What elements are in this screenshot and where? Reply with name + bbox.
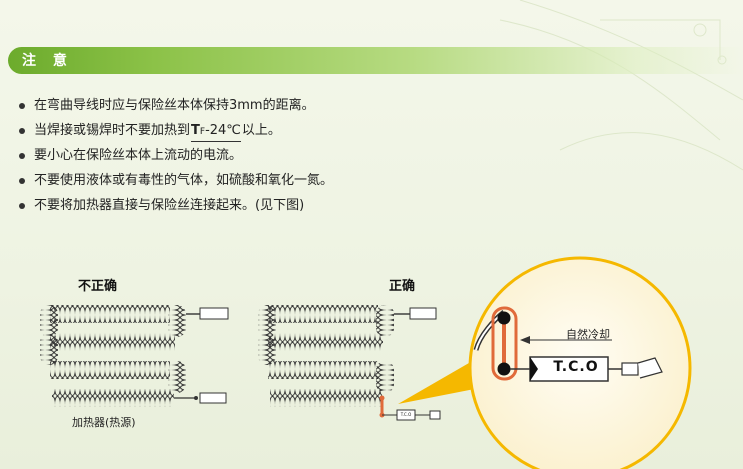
section-header-bar: [8, 47, 743, 74]
caution-text: 在弯曲导线时应与保险丝本体保持3mm的距离。: [34, 98, 315, 113]
tco-label: T.C.O: [553, 359, 599, 375]
incorrect-heater-coil: [40, 305, 229, 407]
caution-text: 要小心在保险丝本体上流动的电流。: [34, 148, 243, 163]
temperature-symbol: T: [191, 123, 200, 138]
incorrect-label: 不正确: [78, 279, 118, 294]
caution-item: 在弯曲导线时应与保险丝本体保持3mm的距离。: [16, 93, 333, 118]
caution-item: 要小心在保险丝本体上流动的电流。: [16, 143, 333, 168]
temperature-value: TF-24℃: [191, 122, 241, 142]
temperature-offset: -24℃: [205, 123, 241, 138]
caution-text: 不要使用液体或有毒性的气体，如硫酸和氧化一氮。: [34, 173, 334, 188]
heater-caption: 加热器(热源): [72, 416, 136, 429]
caution-item: 不要使用液体或有毒性的气体，如硫酸和氧化一氮。: [16, 168, 333, 193]
temperature-subscript: F: [199, 127, 206, 137]
caution-list: 在弯曲导线时应与保险丝本体保持3mm的距离。 当焊接或锡焊时不要加热到TF-24…: [16, 93, 333, 218]
zoom-detail: [468, 256, 692, 469]
caution-item: 当焊接或锡焊时不要加热到TF-24℃以上。: [16, 118, 333, 143]
caution-text: 当焊接或锡焊时不要加热到: [34, 123, 191, 138]
caution-text: 不要将加热器直接与保险丝连接起来。(见下图): [34, 198, 305, 213]
section-title: 注 意: [22, 53, 73, 69]
caution-text: 以上。: [241, 123, 281, 138]
correct-label: 正确: [389, 279, 416, 294]
tco-small-label: T.C.O: [400, 412, 412, 417]
cooling-label: 自然冷却: [566, 328, 610, 341]
caution-item: 不要将加热器直接与保险丝连接起来。(见下图): [16, 193, 333, 218]
correct-heater-coil: [258, 305, 441, 421]
